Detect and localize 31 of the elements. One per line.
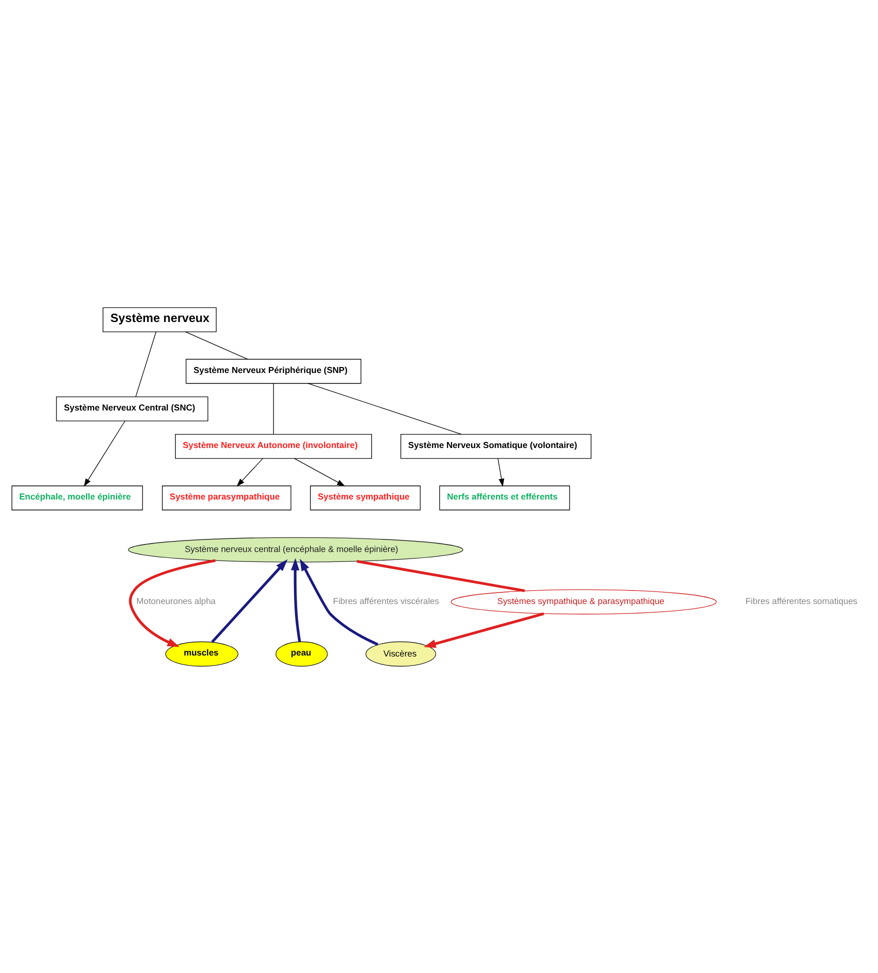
connector xyxy=(307,382,462,434)
label: Fibres afférentes somatiques xyxy=(745,596,857,606)
node-box: Système Nerveux Somatique (volontaire) xyxy=(400,433,591,458)
edge-label: Motoneurones alpha xyxy=(136,596,216,606)
edge-label: Fibres afférentes viscérales xyxy=(332,596,439,606)
node-ellipse: Système nerveux central (encéphale & moelle épinière) xyxy=(127,536,463,562)
arrow xyxy=(236,458,263,486)
arrow xyxy=(210,558,288,642)
connector xyxy=(134,331,156,397)
arrow xyxy=(497,458,504,486)
node-box: Système sympathique xyxy=(310,485,420,510)
node-box: Système Nerveux Périphérique (SNP) xyxy=(185,358,361,384)
node-ellipse: Viscères xyxy=(365,640,436,666)
connector xyxy=(272,382,274,434)
node-box: Système parasympathique xyxy=(161,485,291,510)
node-ellipse: peau xyxy=(275,640,328,666)
arrow xyxy=(128,558,216,647)
arrow xyxy=(299,558,378,646)
node-box: Système nerveux xyxy=(102,306,216,332)
node-box: Encéphale, moelle épinière xyxy=(11,485,142,510)
arrow xyxy=(290,558,300,642)
node-ellipse: Systèmes sympathique & parasympathique xyxy=(450,588,716,614)
arrow xyxy=(423,612,544,648)
connector xyxy=(184,330,248,360)
node-box: Système Nerveux Autonome (involontaire) xyxy=(174,433,372,458)
arrow xyxy=(83,420,125,486)
node-box: Nerfs afférents et efférents xyxy=(438,485,570,510)
node-ellipse: muscles xyxy=(164,640,238,666)
connector xyxy=(356,559,524,592)
node-box: Système Nerveux Central (SNC) xyxy=(56,396,208,421)
arrow xyxy=(294,458,345,486)
